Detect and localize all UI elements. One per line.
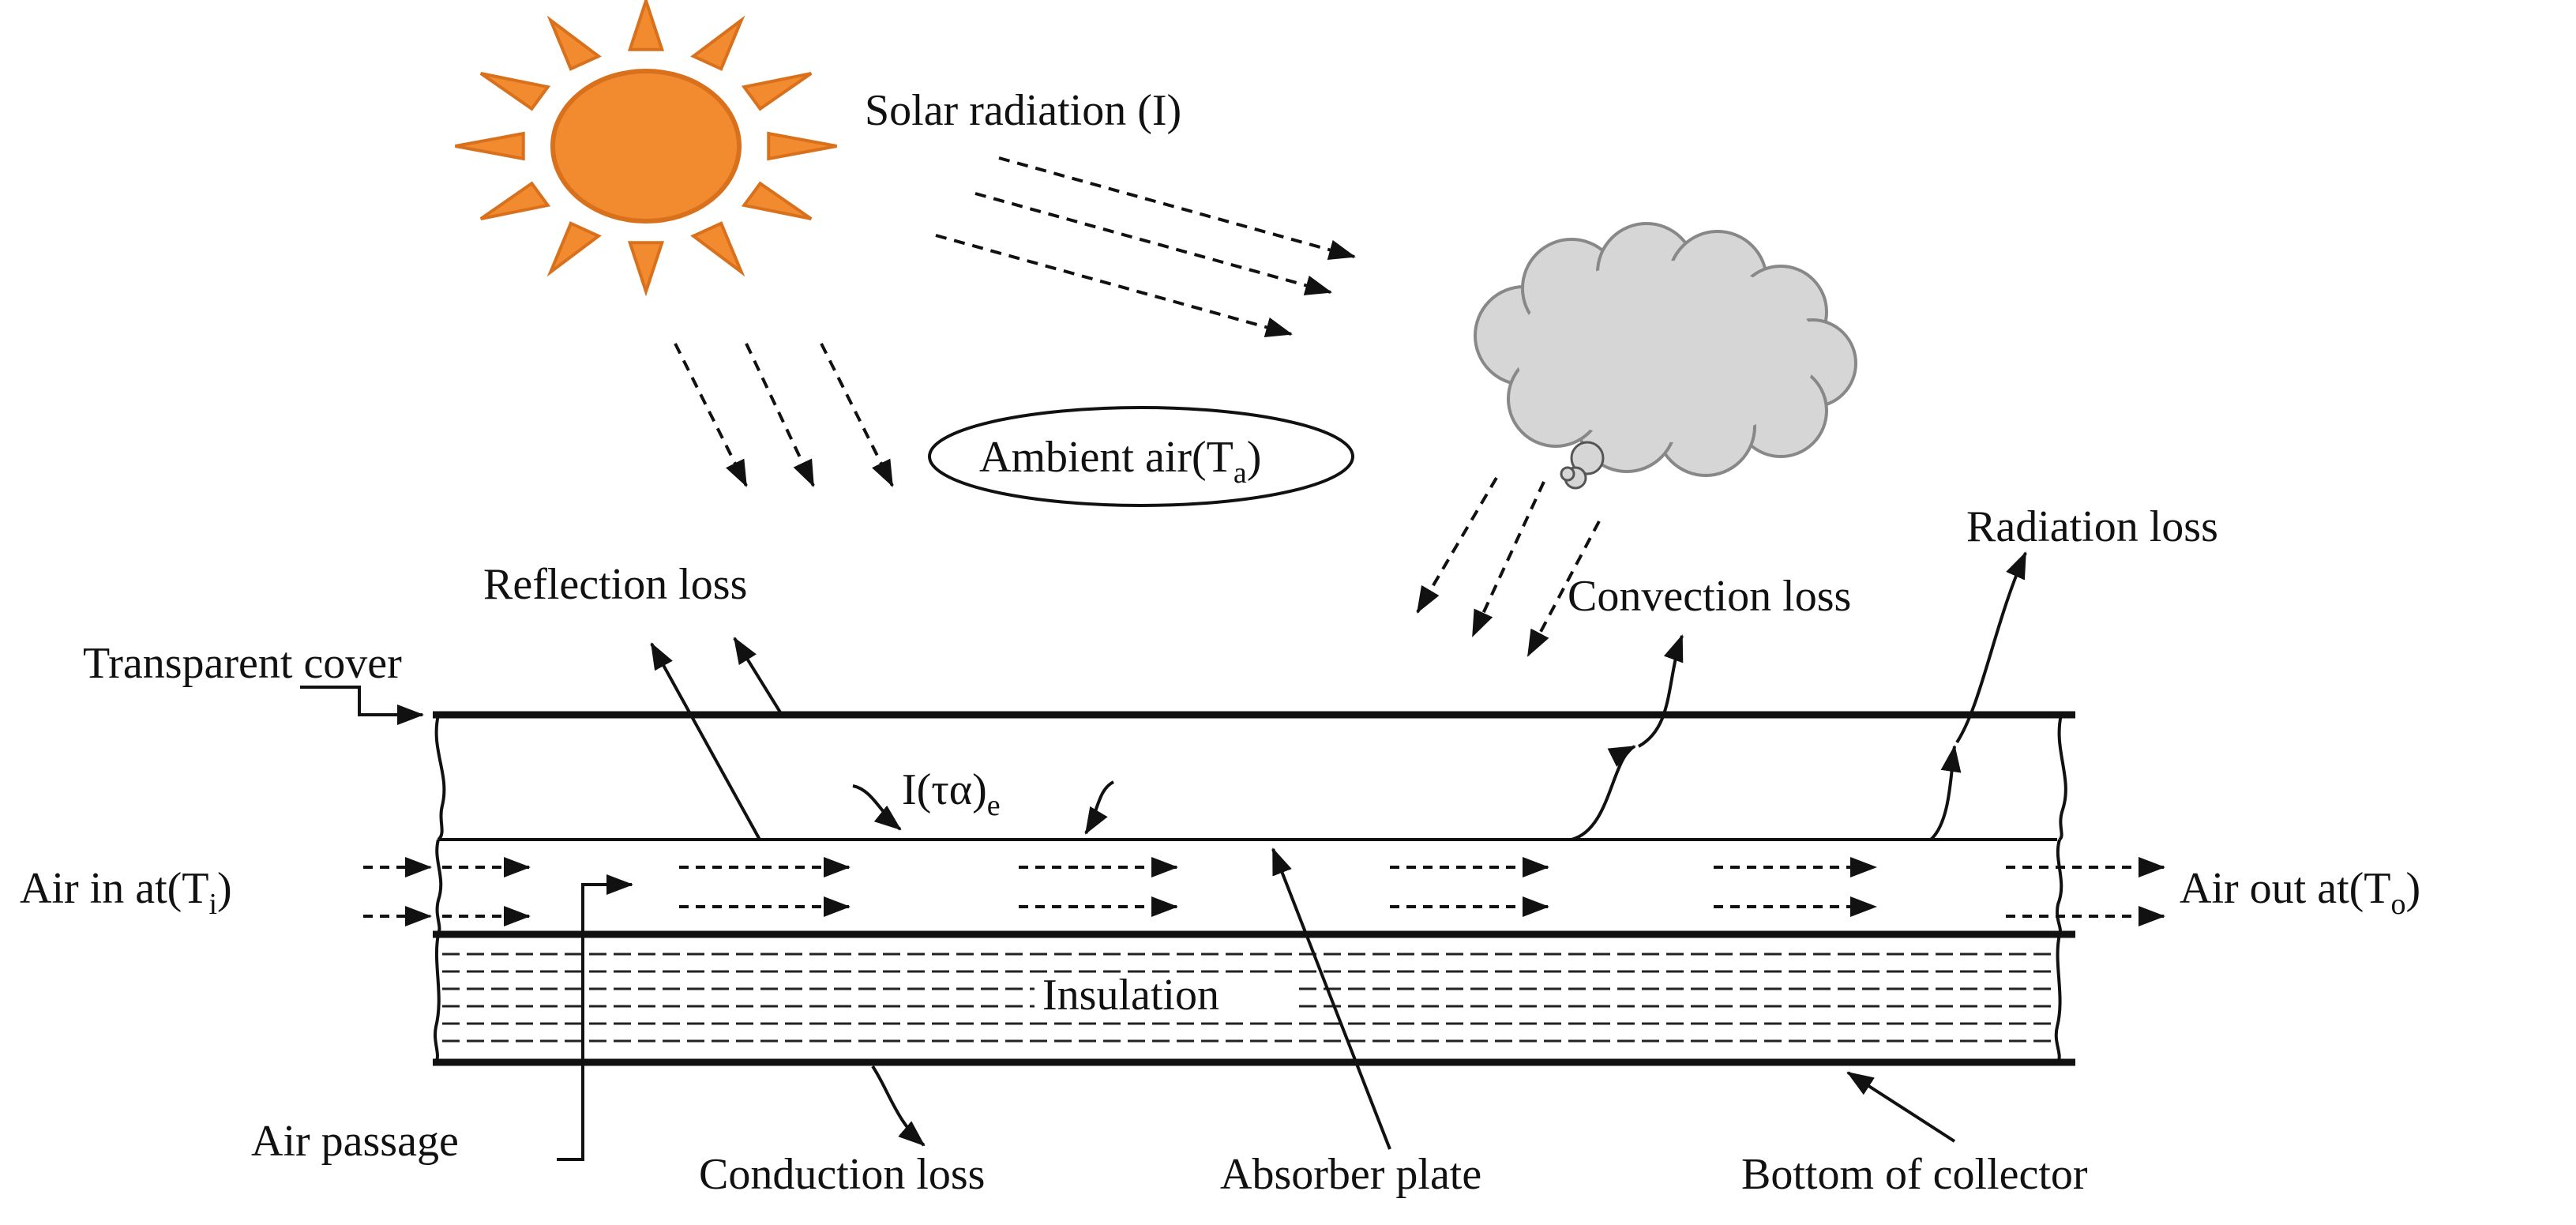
- ambient-air-label: Ambient air(T: [979, 433, 1234, 482]
- insulation-label: Insulation: [1042, 971, 1219, 1020]
- bottom-of-collector-pointer: [1846, 1071, 1956, 1143]
- collector-body: [433, 711, 2075, 1066]
- sun-ray: [741, 72, 813, 111]
- convection-loss-label: Convection loss: [1568, 572, 1851, 621]
- sun-ray: [741, 181, 813, 220]
- sun-ray: [767, 131, 837, 161]
- cloud-icon: [1474, 222, 1857, 490]
- solar-radiation-arrows: [674, 156, 1356, 487]
- bottom-of-collector-label: Bottom of collector: [1741, 1150, 2088, 1199]
- conduction-loss-pointer: [871, 1065, 926, 1147]
- air-passage-pointer: [557, 874, 633, 1161]
- sun-ray: [479, 181, 551, 220]
- absorber-plate-pointer: [1271, 847, 1391, 1150]
- svg-text:Air out at(To): Air out at(To): [2180, 864, 2420, 921]
- sun-icon: [455, 0, 837, 297]
- sun-ray: [627, 0, 665, 51]
- reflection-loss-label: Reflection loss: [483, 560, 747, 609]
- sun-ray: [546, 15, 602, 71]
- loss-arrows: [650, 551, 2027, 841]
- conduction-loss-label: Conduction loss: [699, 1150, 985, 1199]
- svg-text:Air in at(Ti): Air in at(Ti): [20, 864, 232, 921]
- sun-ray: [479, 72, 551, 111]
- convection-arrows: [1416, 476, 1601, 657]
- sun-ray: [627, 241, 665, 297]
- air-in-subscript: i: [208, 888, 217, 921]
- sun-ray: [546, 221, 602, 277]
- sun-ray: [690, 221, 745, 277]
- svg-text:Ambient air(Ta): Ambient air(Ta): [979, 433, 1261, 490]
- solar-radiation-label: Solar radiation (I): [865, 86, 1181, 135]
- transparent-cover-label: Transparent cover: [83, 639, 402, 688]
- svg-text:I(τα)e: I(τα)e: [902, 765, 1001, 822]
- air-out-label: Air out at(T: [2180, 864, 2390, 913]
- sun-ray: [455, 131, 525, 161]
- air-passage-label: Air passage: [251, 1117, 459, 1166]
- transmittance-label: I(τα): [902, 765, 987, 814]
- air-out-subscript: o: [2390, 888, 2405, 921]
- absorber-plate-label: Absorber plate: [1220, 1150, 1481, 1199]
- air-in-label: Air in at(T: [20, 864, 208, 913]
- ambient-air-callout: Ambient air(Ta): [928, 406, 1354, 507]
- ambient-air-subscript: a: [1234, 457, 1247, 490]
- transmittance-subscript: e: [987, 789, 1001, 822]
- air-flow-arrows: [363, 857, 2165, 926]
- radiation-loss-label: Radiation loss: [1966, 502, 2218, 551]
- transparent-cover-pointer: [300, 686, 424, 725]
- sun-ray: [690, 15, 745, 71]
